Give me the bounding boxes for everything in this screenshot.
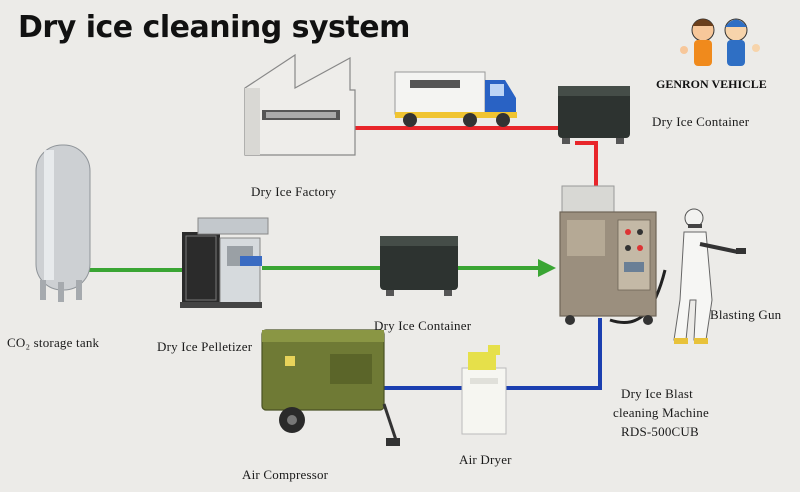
brand-logo xyxy=(680,18,760,66)
brand-name: GENRON VEHICLE xyxy=(656,77,767,91)
air-dryer xyxy=(461,345,507,435)
page-title: Dry ice cleaning system xyxy=(18,10,410,45)
air-compressor xyxy=(261,329,400,446)
co2-storage-tank xyxy=(35,144,91,302)
ice-feed-line xyxy=(575,141,598,188)
label-dry-ice-pelletizer: Dry Ice Pelletizer xyxy=(157,339,253,354)
delivery-truck xyxy=(394,71,517,127)
label-co2-storage-tank: CO₂ storage tank xyxy=(7,335,100,350)
label-machine-line2: cleaning Machine xyxy=(613,405,709,420)
label-dry-ice-factory: Dry Ice Factory xyxy=(251,184,337,199)
dry-ice-factory xyxy=(244,53,356,156)
blast-cleaning-machine xyxy=(559,185,657,325)
label-machine-line3: RDS-500CUB xyxy=(621,424,699,439)
label-air-compressor: Air Compressor xyxy=(242,467,329,482)
dry-ice-container-mid xyxy=(380,236,458,296)
label-dry-ice-container-mid: Dry Ice Container xyxy=(374,318,472,333)
dry-ice-container-top xyxy=(558,86,630,144)
dry-ice-pelletizer xyxy=(180,217,269,308)
label-blasting-gun: Blasting Gun xyxy=(710,307,782,322)
label-machine-line1: Dry Ice Blast xyxy=(621,386,693,401)
co2-arrowhead xyxy=(538,259,556,277)
worker-with-blasting-gun xyxy=(673,208,746,344)
label-dry-ice-container-top: Dry Ice Container xyxy=(652,114,750,129)
label-air-dryer: Air Dryer xyxy=(459,452,512,467)
air-line xyxy=(382,318,602,390)
